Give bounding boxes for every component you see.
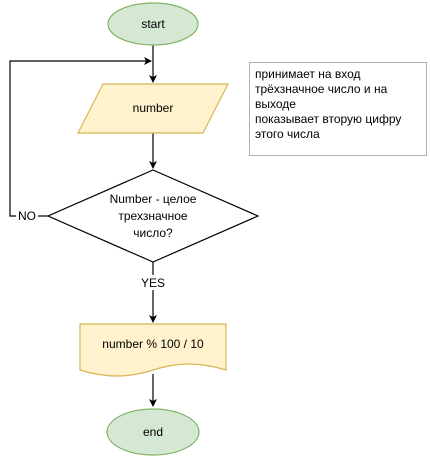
decision-label-line-3: число? [133, 226, 173, 240]
decision-node [46, 169, 260, 263]
note-line: выходе [255, 97, 296, 111]
end-node [106, 408, 200, 456]
input-label: number [133, 101, 174, 115]
input-node [77, 83, 229, 134]
note-line: показывает вторую цифру [255, 112, 402, 126]
edge-decision-no-loop [9, 57, 152, 217]
output-node [79, 323, 227, 377]
end-label: end [143, 425, 163, 439]
annotation-note: принимает на вход трёхзначное число и на… [249, 62, 427, 156]
start-label: start [141, 17, 165, 31]
output-label: number % 100 / 10 [102, 337, 204, 351]
no-label: NO [18, 209, 36, 223]
note-line: трёхзначное число и на [255, 82, 388, 96]
decision-label-line-1: Number - целое [110, 192, 197, 206]
decision-label-line-2: трехзначное [118, 209, 188, 223]
note-line: принимает на вход [255, 67, 361, 81]
yes-label: YES [141, 276, 165, 290]
start-node [107, 2, 199, 46]
note-line: этого числа [255, 127, 320, 141]
